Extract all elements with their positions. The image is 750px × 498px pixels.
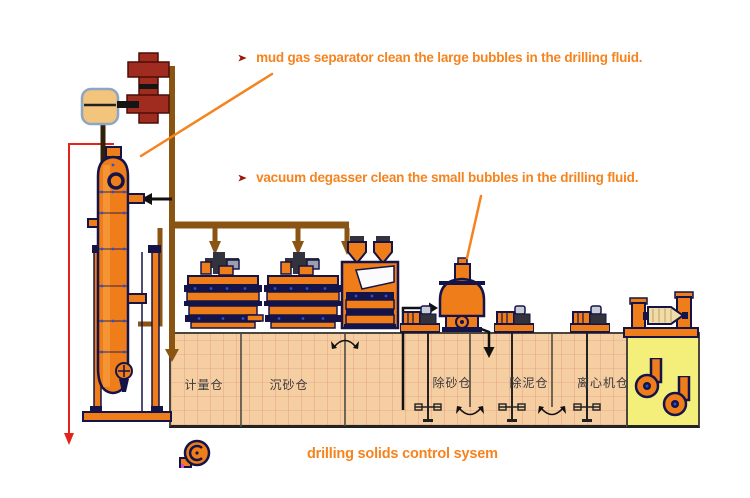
tank-partitions — [240, 334, 553, 427]
diagram-caption: drilling solids control sysem — [307, 446, 498, 462]
annotation-vacuum-degasser: ➤ vacuum degasser clean the small bubble… — [237, 170, 638, 186]
decanter-centrifuge-icon — [623, 291, 699, 338]
annotation-mud-gas-separator: ➤ mud gas separator clean the large bubb… — [237, 50, 643, 66]
tank-label-desander: 除砂仓 — [432, 376, 472, 390]
bop-stack-icon — [126, 52, 170, 124]
agitator-shafts — [414, 333, 601, 422]
annotation-text: mud gas separator clean the large bubble… — [256, 50, 643, 65]
mud-cleaner-icon — [340, 236, 400, 330]
gas-vent-line — [64, 143, 114, 445]
arrow-bullet-icon: ➤ — [237, 51, 248, 65]
annotation-text: vacuum degasser clean the small bubbles … — [256, 170, 639, 185]
tank-label-centrifuge: 离心机仓 — [576, 376, 630, 390]
leader-line-mud-gas-separator — [139, 72, 274, 158]
flow-direction-arrows — [331, 339, 566, 416]
mud-tank-body — [169, 332, 628, 428]
mud-gas-separator-tower-icon — [82, 146, 172, 422]
separator-inlet-pipe — [141, 193, 172, 205]
shale-shaker-icon — [263, 252, 343, 329]
mud-agitator-icon — [494, 305, 534, 333]
leader-line-vacuum-degasser — [465, 194, 483, 260]
shaker-connector — [246, 314, 264, 322]
arrow-bullet-icon: ➤ — [237, 171, 248, 185]
centrifugal-pump-icon — [179, 439, 211, 468]
tank-label-sand-settling: 沉砂仓 — [269, 378, 309, 392]
sand-pump-icon — [634, 358, 663, 399]
sand-pump-icon — [662, 376, 691, 417]
tank-label-measuring: 计量仓 — [184, 378, 224, 392]
tank-label-desilter: 除泥仓 — [509, 376, 549, 390]
mud-agitator-icon — [570, 305, 610, 333]
accumulator-tank-icon — [80, 87, 139, 126]
vacuum-degasser-icon — [438, 257, 486, 332]
